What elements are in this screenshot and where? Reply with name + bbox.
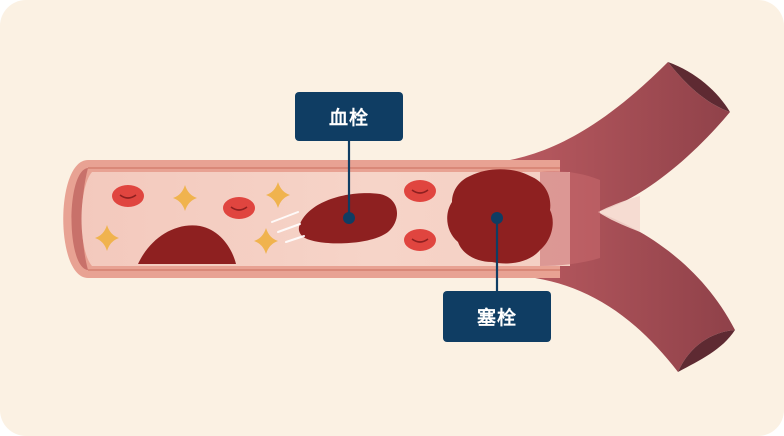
lumen-branch-blend (540, 171, 600, 266)
branch-crotch (598, 196, 640, 232)
red-blood-cells (112, 180, 436, 251)
red-blood-cell-icon (223, 197, 255, 219)
branch-opening-bottom (678, 330, 735, 372)
branch-opening-top (668, 62, 730, 112)
platelet-icon (173, 185, 197, 211)
platelets (95, 182, 290, 254)
vessel-wall-edge (88, 167, 560, 271)
red-blood-cell-icon (112, 185, 144, 207)
vessel-opening (71, 168, 88, 270)
wall-thrombus (138, 225, 236, 264)
embolus-leader-dot (491, 212, 503, 224)
motion-lines (271, 211, 305, 243)
platelet-icon (266, 182, 290, 208)
thrombus-label: 血栓 (295, 92, 403, 141)
platelet-icon (254, 228, 278, 254)
vessel-branch (510, 62, 735, 372)
platelet-icon (95, 225, 119, 251)
red-blood-cell-icon (404, 180, 436, 202)
thrombus-leader-dot (343, 212, 355, 224)
red-blood-cell-icon (404, 229, 436, 251)
embolus-label: 塞栓 (443, 291, 551, 342)
